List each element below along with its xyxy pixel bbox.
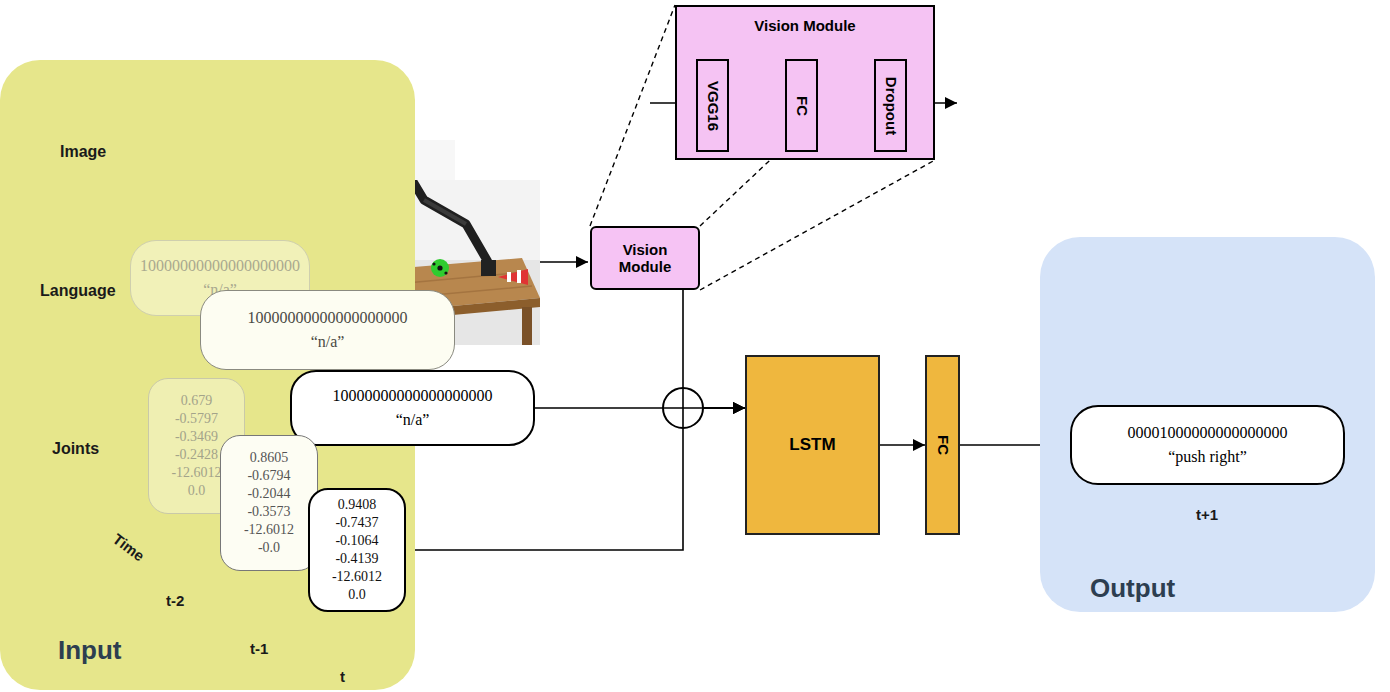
drawing-part — [590, 5, 675, 226]
row-label: Joints — [52, 440, 99, 458]
node-text: FC — [934, 435, 951, 455]
layer-box: FC — [785, 59, 818, 152]
node-text: -12.6012 — [244, 521, 294, 539]
output-box: 00001000000000000000 “push right” — [1070, 405, 1345, 485]
language-box: 10000000000000000000 “n/a” — [200, 290, 455, 370]
row-label: Language — [40, 282, 116, 300]
node-text: “n/a” — [396, 411, 430, 429]
time-step: t+1 — [1196, 506, 1218, 523]
node-text: 0.0 — [348, 586, 366, 604]
node-text: VGG16 — [704, 80, 721, 130]
row-label: Image — [60, 143, 106, 161]
node-text: 0.0 — [188, 482, 206, 500]
language-box: 10000000000000000000 “n/a” — [290, 370, 535, 446]
drawing-part — [663, 388, 703, 428]
node-text: -0.1064 — [335, 532, 378, 550]
node-text: -0.3469 — [175, 428, 218, 446]
connector — [880, 444, 925, 446]
node-text: -0.7437 — [335, 514, 378, 532]
zoom-lines — [590, 5, 935, 290]
lstm-box: LSTM — [745, 355, 880, 535]
drawing-part — [700, 160, 935, 290]
node-text: Vision Module — [606, 241, 684, 275]
node-text: 10000000000000000000 — [140, 257, 300, 275]
node-text: 0.679 — [181, 392, 213, 410]
drawing-part — [663, 388, 703, 428]
time-step: t-1 — [250, 640, 268, 657]
node-text: -0.6794 — [247, 467, 290, 485]
node-text: -0.4139 — [335, 550, 378, 568]
node-text: FC — [793, 96, 810, 116]
layer-box: VGG16 — [696, 59, 729, 152]
output-panel: Output 00001000000000000000 “push right” — [1040, 237, 1375, 612]
time-step: t — [340, 668, 345, 685]
node-text: -0.0 — [258, 539, 280, 557]
node-text: -0.5797 — [175, 410, 218, 428]
node-text: Output — [1090, 573, 1175, 604]
time-step: t-2 — [166, 592, 184, 609]
joints-box: 0.9408-0.7437-0.1064-0.4139-12.60120.0 — [308, 488, 406, 612]
node-text: -0.3573 — [247, 503, 290, 521]
node-text: -12.6012 — [332, 568, 382, 586]
node-text: -0.2428 — [175, 446, 218, 464]
node-text: Vision Module — [677, 17, 933, 34]
node-text: Dropout — [882, 76, 899, 134]
layer-box: Dropout — [874, 59, 907, 152]
node-text: -12.6012 — [171, 464, 221, 482]
node-text: 10000000000000000000 — [248, 309, 408, 327]
node-text: -0.2044 — [247, 485, 290, 503]
node-text: “push right” — [1168, 448, 1247, 466]
node-text: LSTM — [789, 435, 835, 455]
vision-module-box: Vision Module — [590, 226, 700, 290]
fc-box: FC — [925, 355, 960, 535]
node-text: “n/a” — [311, 333, 345, 351]
image-arrow — [540, 261, 588, 263]
node-text: 00001000000000000000 — [1128, 424, 1288, 442]
joints-box: 0.8605-0.6794-0.2044-0.3573-12.6012-0.0 — [220, 435, 318, 571]
node-text: 10000000000000000000 — [333, 387, 493, 405]
node-text: 0.8605 — [250, 449, 289, 467]
node-text: Input — [58, 635, 122, 666]
connector — [683, 290, 745, 408]
sum-junction — [663, 388, 703, 428]
vision-module-detail: Vision ModuleVGG16 FC Dropout — [675, 5, 935, 160]
node-text: 0.9408 — [338, 496, 377, 514]
